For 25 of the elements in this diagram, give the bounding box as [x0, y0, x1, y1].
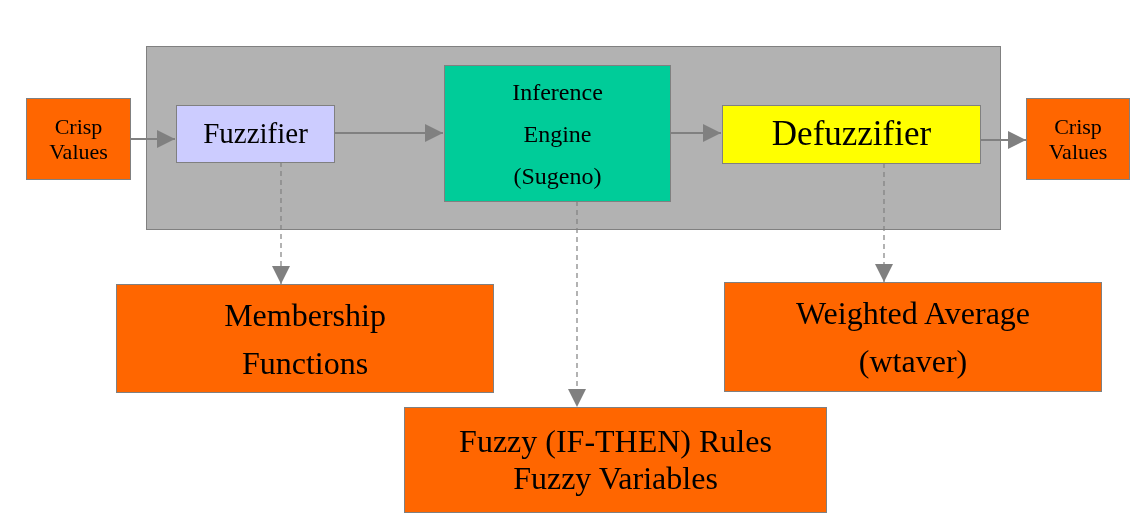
box-label: Crisp Values [1047, 113, 1109, 165]
box-label: Inference Engine (Sugeno) [511, 77, 604, 191]
process-box [176, 105, 335, 163]
box-label: Membership Functions [223, 295, 387, 383]
process-box [722, 105, 981, 164]
input-box [26, 98, 131, 180]
process-box [444, 65, 671, 202]
arrow [130, 130, 176, 148]
box-label: Fuzzy Variables [513, 460, 718, 497]
dashed-arrow [875, 162, 893, 283]
box-label: Fuzzifier [203, 117, 308, 151]
output-box [1026, 98, 1130, 180]
info-box [724, 282, 1102, 392]
arrow [333, 124, 444, 142]
box-label: Fuzzy (IF-THEN) Rules [459, 423, 772, 460]
arrow [669, 124, 722, 142]
box-label: Weighted Average (wtaver) [794, 294, 1032, 381]
info-box [116, 284, 494, 393]
arrow [979, 131, 1027, 149]
dashed-arrow [568, 200, 586, 408]
system-panel [146, 46, 1001, 230]
box-label: Crisp Values [48, 113, 109, 165]
info-box [404, 407, 827, 513]
box-label: Defuzzifier [771, 114, 932, 155]
dashed-arrow [272, 161, 290, 285]
